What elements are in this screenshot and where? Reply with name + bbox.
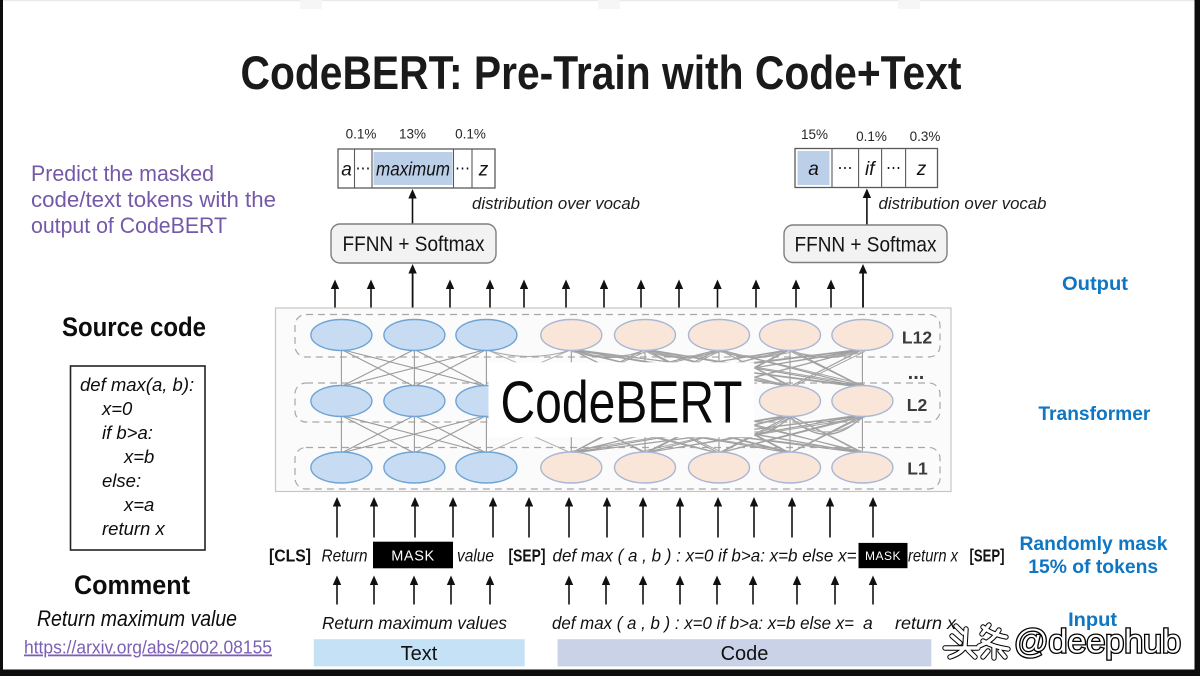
- svg-text:return x: return x: [102, 518, 165, 539]
- svg-text:if: if: [865, 159, 876, 180]
- svg-text:else:: else:: [102, 470, 141, 491]
- svg-text:[SEP]: [SEP]: [509, 546, 546, 566]
- svg-text:def max ( a , b ) : x=0 if b>a: def max ( a , b ) : x=0 if b>a: x=b else…: [552, 613, 854, 633]
- svg-text:0.1%: 0.1%: [346, 127, 377, 142]
- svg-text:⋯: ⋯: [356, 160, 371, 177]
- svg-text:FFNN + Softmax: FFNN + Softmax: [795, 233, 937, 256]
- svg-text:if b>a:: if b>a:: [102, 422, 153, 443]
- svg-text:Return maximum values: Return maximum values: [322, 613, 507, 633]
- svg-text:a: a: [341, 160, 352, 181]
- svg-text:value: value: [457, 546, 494, 566]
- svg-text:Predict the masked: Predict the masked: [31, 161, 214, 186]
- svg-text:Transformer: Transformer: [1038, 403, 1150, 425]
- svg-text:Comment: Comment: [74, 570, 190, 600]
- svg-text:⋯: ⋯: [838, 160, 853, 177]
- svg-text:z: z: [478, 160, 489, 181]
- svg-text:Input: Input: [1068, 609, 1118, 631]
- svg-text:a: a: [863, 613, 873, 633]
- svg-text:Return: Return: [322, 546, 368, 566]
- svg-text:return x: return x: [895, 613, 957, 633]
- svg-text:output of CodeBERT: output of CodeBERT: [31, 213, 227, 238]
- svg-text:L12: L12: [902, 328, 932, 348]
- svg-text:z: z: [916, 159, 927, 180]
- svg-text:[CLS]: [CLS]: [269, 546, 311, 566]
- svg-text:def max(a, b):: def max(a, b):: [80, 374, 194, 395]
- svg-text:L1: L1: [907, 459, 928, 479]
- svg-text:15% of tokens: 15% of tokens: [1028, 556, 1158, 578]
- svg-text:CodeBERT: CodeBERT: [501, 370, 743, 436]
- svg-text:distribution over vocab: distribution over vocab: [472, 195, 640, 213]
- svg-text:L2: L2: [907, 395, 928, 415]
- svg-text:MASK: MASK: [391, 549, 435, 565]
- svg-text:15%: 15%: [801, 127, 828, 142]
- svg-text:...: ...: [908, 362, 925, 384]
- svg-text:Text: Text: [401, 643, 438, 665]
- svg-text:[SEP]: [SEP]: [970, 546, 1005, 566]
- svg-text:Source code: Source code: [62, 312, 206, 342]
- svg-text:x=a: x=a: [123, 494, 154, 515]
- svg-text:x=0: x=0: [101, 398, 133, 419]
- svg-text:@deephub: @deephub: [1014, 623, 1181, 660]
- svg-text:Randomly mask: Randomly mask: [1020, 533, 1168, 555]
- svg-text:https://arxiv.org/abs/2002.081: https://arxiv.org/abs/2002.08155: [24, 638, 272, 658]
- svg-text:0.3%: 0.3%: [910, 129, 941, 144]
- svg-text:Output: Output: [1062, 273, 1129, 295]
- svg-text:FFNN + Softmax: FFNN + Softmax: [343, 233, 485, 256]
- svg-text:x=b: x=b: [123, 446, 154, 467]
- svg-text:def max ( a , b ) : x=0 if b>a: def max ( a , b ) : x=0 if b>a: x=b else…: [553, 546, 857, 566]
- svg-text:0.1%: 0.1%: [455, 127, 486, 142]
- svg-text:⋯: ⋯: [886, 160, 901, 177]
- svg-text:return x: return x: [908, 546, 959, 566]
- svg-text:code/text tokens with the: code/text tokens with the: [31, 187, 276, 212]
- svg-text:⋯: ⋯: [455, 160, 470, 177]
- svg-text:CodeBERT: Pre-Train with Code+: CodeBERT: Pre-Train with Code+Text: [241, 46, 962, 99]
- svg-text:distribution over vocab: distribution over vocab: [879, 195, 1047, 213]
- svg-text:a: a: [808, 159, 819, 180]
- svg-text:0.1%: 0.1%: [856, 129, 887, 144]
- svg-text:Return maximum value: Return maximum value: [37, 606, 237, 631]
- svg-text:13%: 13%: [399, 127, 426, 142]
- svg-text:MASK: MASK: [865, 549, 901, 563]
- svg-text:maximum: maximum: [376, 160, 450, 181]
- svg-text:Code: Code: [721, 643, 769, 665]
